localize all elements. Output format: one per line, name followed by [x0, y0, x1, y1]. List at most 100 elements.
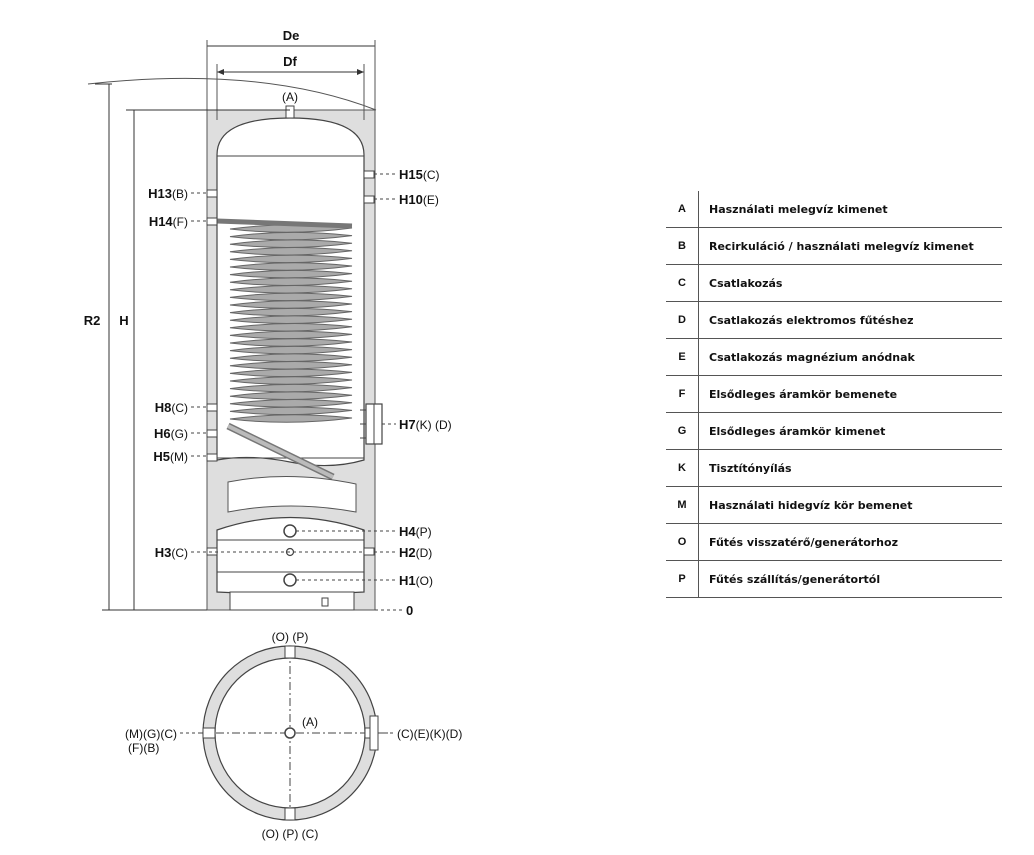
- legend-description: Elsődleges áramkör bemenete: [698, 375, 1002, 413]
- legend-code: E: [666, 338, 699, 376]
- legend-code: C: [666, 264, 699, 302]
- r2-label: R2: [84, 313, 101, 328]
- coil-turn: [229, 406, 353, 416]
- legend-description: Csatlakozás: [698, 264, 1002, 302]
- coil-turn: [229, 285, 353, 294]
- coil-turn: [229, 254, 353, 264]
- drain-fitting: [321, 597, 329, 607]
- top-view-label-bottom: (O) (P) (C): [262, 827, 319, 841]
- legend-code: M: [666, 486, 699, 524]
- coil-turn: [229, 361, 353, 370]
- top-view-center-port: [284, 727, 296, 739]
- coil-turn: [229, 391, 353, 400]
- legend-description: Elsődleges áramkör kimenet: [698, 412, 1002, 450]
- coil-turn: [229, 239, 353, 248]
- coil-return-pipe-inner: [227, 424, 334, 479]
- legend-description: Tisztítónyílás: [698, 449, 1002, 487]
- de-label: De: [283, 28, 300, 43]
- coil-turn: [229, 231, 353, 241]
- label-h4: H4(P): [399, 524, 432, 539]
- coil-turn: [229, 323, 353, 332]
- top-view-label-right: (C)(E)(K)(D): [397, 727, 462, 741]
- coil-turn: [229, 353, 353, 362]
- label-h15: H15(C): [399, 167, 440, 182]
- coil-turn: [229, 315, 353, 324]
- top-view-flange: [369, 715, 379, 751]
- df-label: Df: [283, 54, 297, 69]
- top-view-stub-bottom: [284, 807, 296, 821]
- stub-h10: [363, 195, 375, 204]
- legend-code: G: [666, 412, 699, 450]
- connection-a-stub: [285, 105, 295, 119]
- label-h2: H2(D): [399, 545, 432, 560]
- stub-h2: [363, 547, 375, 556]
- coil-turn: [229, 368, 353, 378]
- legend-description: Fűtés szállítás/generátortól: [698, 560, 1002, 598]
- coil-turn: [229, 307, 353, 317]
- coil-turn: [229, 414, 353, 423]
- stub-h14: [206, 217, 218, 226]
- top-view-label-center: (A): [302, 715, 318, 729]
- label-a-top: (A): [282, 90, 298, 104]
- top-view-label-top: (O) (P): [272, 630, 309, 644]
- coil-feed-pipe: [216, 218, 353, 229]
- top-view-stub-left: [202, 727, 216, 739]
- coil-turn: [229, 292, 353, 302]
- legend-description: Csatlakozás magnézium anódnak: [698, 338, 1002, 376]
- coil-turn: [229, 399, 353, 408]
- coil-turn: [229, 300, 353, 309]
- legend-code: B: [666, 227, 699, 265]
- legend-description: Használati melegvíz kimenet: [698, 191, 1002, 228]
- legend-description: Használati hidegvíz kör bemenet: [698, 486, 1002, 524]
- label-h5: H5(M): [153, 449, 188, 464]
- coil-turn: [229, 269, 353, 279]
- port-h1: [283, 573, 297, 587]
- stub-h8: [206, 403, 218, 412]
- port-h4: [283, 524, 297, 538]
- coil-turn: [229, 383, 353, 393]
- stub-h6: [206, 429, 218, 438]
- label-h1: H1(O): [399, 573, 433, 588]
- coil-turn: [229, 345, 353, 355]
- label-h13: H13(B): [148, 186, 188, 201]
- label-h8: H8(C): [155, 400, 188, 415]
- label-h10: H10(E): [399, 192, 439, 207]
- coil-turn: [229, 247, 353, 256]
- top-view-label-left-1: (M)(G)(C): [125, 727, 177, 741]
- coil-turn: [229, 338, 353, 347]
- legend-description: Csatlakozás elektromos fűtéshez: [698, 301, 1002, 339]
- coil-turn: [229, 277, 353, 286]
- label-h14: H14(F): [149, 214, 188, 229]
- tank-base: [229, 591, 355, 611]
- legend-code: F: [666, 375, 699, 413]
- heat-exchanger-coil: [216, 218, 353, 423]
- jacket-top-arc: [87, 77, 377, 111]
- legend-description: Recirkuláció / használati melegvíz kimen…: [698, 227, 1002, 265]
- label-h6: H6(G): [154, 426, 188, 441]
- stub-h15: [363, 170, 375, 179]
- stub-h13: [206, 189, 218, 198]
- coil-turn: [229, 376, 353, 385]
- h-label: H: [119, 313, 128, 328]
- legend-code: P: [666, 560, 699, 598]
- label-h7: H7(K) (D): [399, 417, 452, 432]
- top-view-label-left-2: (F)(B): [128, 741, 159, 755]
- legend-description: Fűtés visszatérő/generátorhoz: [698, 523, 1002, 561]
- top-view-stub-top: [284, 645, 296, 659]
- coil-turn: [229, 330, 353, 340]
- legend-code: K: [666, 449, 699, 487]
